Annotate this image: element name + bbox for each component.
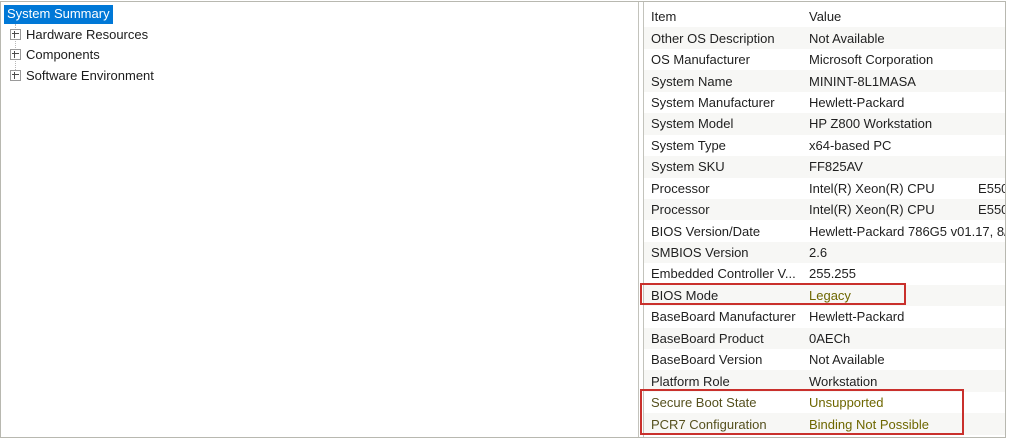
- value-cell: Hewlett-Packard 786G5 v01.17, 8/: [809, 223, 1005, 239]
- item-cell: Other OS Description: [651, 30, 775, 46]
- value-cell: x64-based PC: [809, 137, 892, 153]
- value-cell: 0AECh: [809, 330, 851, 346]
- details-list-panel: Item Value Other OS Description Not Avai…: [643, 2, 1005, 437]
- table-row[interactable]: System Type x64-based PC: [644, 135, 1005, 156]
- value-cell: 255.255: [809, 266, 856, 282]
- table-row[interactable]: System Name MININT-8L1MASA: [644, 70, 1005, 92]
- tree-item-hardware-resources[interactable]: Hardware Resources: [1, 24, 638, 45]
- item-cell: Processor: [651, 202, 710, 218]
- item-cell: System Manufacturer: [651, 94, 775, 110]
- value-cell: Not Available: [809, 352, 885, 368]
- tree-item-components[interactable]: Components: [1, 45, 638, 66]
- value-cell: Not Available: [809, 30, 885, 46]
- item-cell: System Type: [651, 137, 726, 153]
- item-cell: Platform Role: [651, 373, 730, 389]
- table-row[interactable]: Secure Boot State Unsupported: [644, 392, 1005, 413]
- table-row[interactable]: Processor Intel(R) Xeon(R) CPU E5506: [644, 198, 1005, 221]
- table-header-row[interactable]: Item Value: [644, 6, 1005, 28]
- tree-items-container: Hardware Resources Components Software E…: [1, 24, 638, 86]
- value-cell: HP Z800 Workstation: [809, 116, 933, 132]
- column-header-value[interactable]: Value: [809, 9, 842, 25]
- table-row[interactable]: PCR7 Configuration Binding Not Possible: [644, 413, 1005, 435]
- item-cell: System SKU: [651, 159, 725, 175]
- table-row[interactable]: Platform Role Workstation: [644, 370, 1005, 392]
- tree-item-label: Hardware Resources: [26, 26, 149, 42]
- table-row[interactable]: Embedded Controller V... 255.255: [644, 263, 1005, 284]
- item-cell: Embedded Controller V...: [651, 266, 796, 282]
- item-cell: System Name: [651, 73, 733, 89]
- value-cell: MININT-8L1MASA: [809, 73, 916, 89]
- expand-plus-icon[interactable]: [10, 49, 21, 61]
- expand-plus-icon[interactable]: [10, 28, 21, 40]
- table-row[interactable]: OS Manufacturer Microsoft Corporation: [644, 49, 1005, 70]
- item-cell: BaseBoard Manufacturer: [651, 309, 796, 325]
- item-cell: OS Manufacturer: [651, 52, 750, 68]
- item-cell: BIOS Mode: [651, 287, 719, 303]
- value-cell: 2.6: [809, 245, 828, 261]
- value-cell: Microsoft Corporation: [809, 52, 934, 68]
- value-cell: Binding Not Possible: [809, 416, 929, 432]
- value-cell: Unsupported: [809, 395, 884, 411]
- value-cell: Intel(R) Xeon(R) CPU E5506: [809, 202, 1005, 218]
- item-cell: BIOS Version/Date: [651, 223, 761, 239]
- item-cell: PCR7 Configuration: [651, 416, 767, 432]
- item-cell: Processor: [651, 180, 710, 196]
- value-cell: Legacy: [809, 287, 851, 303]
- tree-item-label: Components: [26, 47, 100, 63]
- table-row[interactable]: BIOS Version/Date Hewlett-Packard 786G5 …: [644, 220, 1005, 241]
- table-row[interactable]: System SKU FF825AV: [644, 156, 1005, 178]
- table-row[interactable]: BIOS Mode Legacy: [644, 284, 1005, 307]
- table-row[interactable]: BaseBoard Product 0AECh: [644, 327, 1005, 349]
- table-row[interactable]: Processor Intel(R) Xeon(R) CPU E5506: [644, 178, 1005, 199]
- value-cell: FF825AV: [809, 159, 863, 175]
- category-tree-panel: System Summary Hardware Resources Compon…: [1, 2, 639, 437]
- value-cell: Hewlett-Packard: [809, 94, 905, 110]
- tree-item-label: Software Environment: [26, 67, 154, 83]
- column-header-item[interactable]: Item: [651, 9, 677, 25]
- tree-item-software-environment[interactable]: Software Environment: [1, 65, 638, 86]
- table-row[interactable]: System Manufacturer Hewlett-Packard: [644, 92, 1005, 113]
- value-cell: Hewlett-Packard: [809, 309, 905, 325]
- table-row[interactable]: System Model HP Z800 Workstation: [644, 113, 1005, 135]
- item-cell: BaseBoard Product: [651, 330, 764, 346]
- item-cell: Secure Boot State: [651, 395, 757, 411]
- item-cell: SMBIOS Version: [651, 245, 749, 261]
- expand-plus-icon[interactable]: [10, 69, 21, 81]
- value-cell: Workstation: [809, 373, 878, 389]
- value-cell: Intel(R) Xeon(R) CPU E5506: [809, 180, 1005, 196]
- item-cell: BaseBoard Version: [651, 352, 763, 368]
- table-row[interactable]: SMBIOS Version 2.6: [644, 241, 1005, 264]
- table-row[interactable]: BaseBoard Manufacturer Hewlett-Packard: [644, 306, 1005, 327]
- table-row[interactable]: Other OS Description Not Available: [644, 27, 1005, 49]
- tree-item-system-summary[interactable]: System Summary: [4, 5, 113, 24]
- table-row[interactable]: BaseBoard Version Not Available: [644, 349, 1005, 370]
- table-body: Other OS Description Not Available OS Ma…: [644, 27, 1005, 435]
- item-cell: System Model: [651, 116, 734, 132]
